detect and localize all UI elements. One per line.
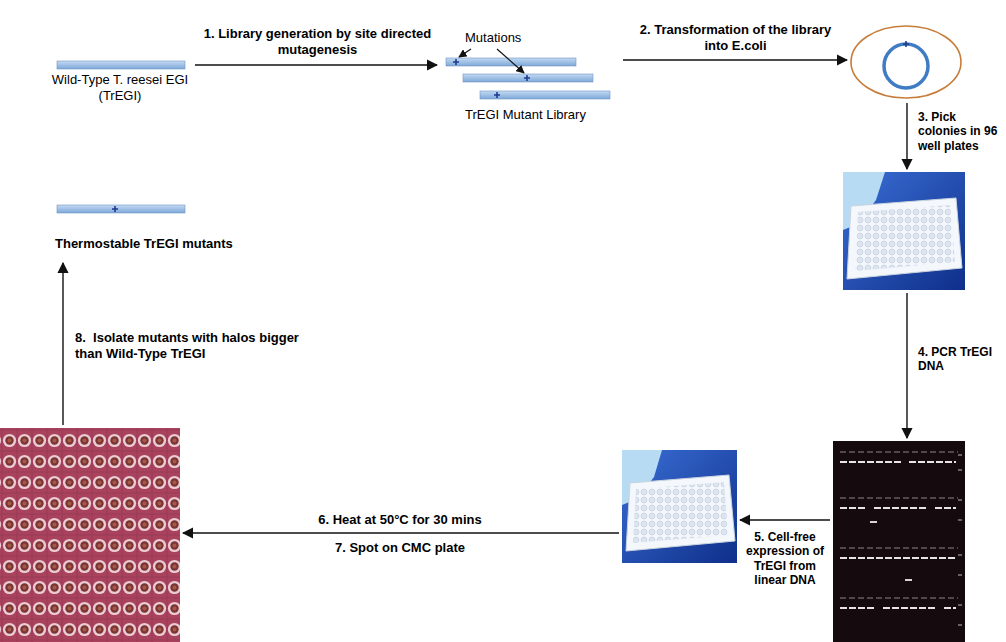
colony-plate-node bbox=[843, 172, 965, 290]
mutation-mark bbox=[112, 206, 118, 212]
gel-node bbox=[833, 441, 965, 642]
step-label: 2. Transformation of the library into E.… bbox=[628, 22, 843, 53]
well-grid bbox=[855, 205, 955, 271]
flow-arrow bbox=[623, 59, 847, 60]
gene-bar bbox=[57, 205, 185, 213]
ecoli-cell bbox=[851, 26, 961, 98]
thermostable-mutant: Thermostable TrEGI mutants bbox=[50, 198, 267, 260]
step-label: 8. Isolate mutants with halos bigger tha… bbox=[75, 330, 310, 361]
gene-bar bbox=[57, 61, 185, 69]
gel-bands bbox=[905, 579, 912, 581]
well-grid bbox=[633, 482, 728, 543]
gel-bands bbox=[870, 521, 877, 523]
well-plate bbox=[626, 475, 735, 551]
leader-arrow bbox=[459, 49, 471, 57]
gene-bar bbox=[480, 91, 610, 99]
plasmid-ring bbox=[884, 44, 928, 88]
flow-arrow bbox=[62, 263, 63, 425]
gene-construct: Wild-Type T. reesei EGI (TrEGI) bbox=[50, 55, 192, 113]
mutant-library: MutationsTrEGI Mutant Library bbox=[440, 30, 620, 128]
flow-arrow bbox=[906, 103, 907, 169]
node-title: Wild-Type T. reesei EGI (TrEGI) bbox=[50, 72, 190, 103]
step-label: 6. Heat at 50°C for 30 mins bbox=[200, 512, 600, 528]
mutation-mark bbox=[453, 59, 459, 65]
flow-arrow bbox=[740, 519, 830, 520]
flow-arrow bbox=[183, 532, 619, 533]
flow-arrow bbox=[906, 293, 907, 438]
step-label: 4. PCR TrEGI DNA bbox=[918, 345, 1002, 374]
gel-bands bbox=[840, 461, 956, 463]
gel-photo bbox=[833, 441, 965, 642]
cmc-plate-photo bbox=[0, 428, 180, 642]
gene-bar bbox=[463, 74, 593, 82]
step-label: 7. Spot on CMC plate bbox=[200, 540, 600, 556]
flow-arrow bbox=[195, 64, 437, 65]
cmc-plate-node bbox=[0, 428, 180, 642]
node-title: Thermostable TrEGI mutants bbox=[55, 236, 265, 252]
plate-photo bbox=[622, 450, 737, 563]
well-plate bbox=[847, 198, 962, 279]
mutation-mark bbox=[524, 75, 530, 81]
gel-wells bbox=[840, 497, 958, 499]
mutation-mark bbox=[494, 92, 500, 98]
step-label: 5. Cell-free expression of TrEGI from li… bbox=[740, 530, 830, 588]
gel-bands bbox=[840, 607, 956, 609]
gel-bands bbox=[840, 507, 956, 509]
plate-photo bbox=[843, 172, 965, 290]
halo-grid bbox=[0, 428, 180, 642]
gel-ladder bbox=[958, 455, 962, 625]
gel-wells bbox=[840, 597, 958, 599]
expression-plate-node bbox=[622, 450, 737, 563]
ecoli-cell-node bbox=[850, 25, 962, 100]
gel-bands bbox=[840, 557, 956, 559]
gel-wells bbox=[840, 451, 958, 453]
mutation-mark bbox=[903, 41, 909, 47]
step-label: 3. Pick colonies in 96 well plates bbox=[918, 110, 1002, 153]
node-caption: TrEGI Mutant Library bbox=[465, 107, 615, 123]
node-title: Mutations bbox=[465, 30, 585, 46]
gel-wells bbox=[840, 547, 958, 549]
step-label: 1. Library generation by site directed m… bbox=[200, 26, 435, 57]
leader-arrow bbox=[497, 49, 524, 73]
